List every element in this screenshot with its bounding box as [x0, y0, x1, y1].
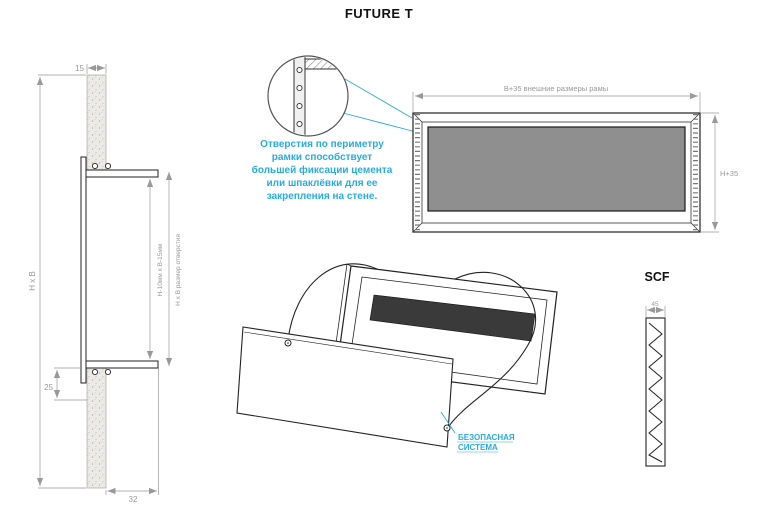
- note-line: Отверстия по периметру: [260, 139, 384, 150]
- dim-label-inner-size: H-10мм x B-15мм: [157, 243, 164, 296]
- corner-joint-line: [690, 222, 701, 233]
- dim-label-depth: 32: [129, 495, 138, 504]
- screw-icon: [104, 162, 112, 170]
- callout-circle: [267, 55, 349, 137]
- note-line: большей фиксации цемента: [252, 164, 393, 176]
- grille-panel: [427, 126, 686, 212]
- screw-icon: [104, 368, 112, 376]
- corner-joint-line: [412, 222, 423, 233]
- screw-icon: [91, 368, 99, 376]
- note-line: или шпаклёвки для ее: [267, 178, 378, 189]
- cable-anchor-dot: [287, 342, 289, 344]
- scf-louver-zigzag: [648, 322, 663, 463]
- perforation-hole: [296, 66, 303, 74]
- scf-view: SCF 45: [645, 270, 670, 467]
- corner-joint-line: [690, 112, 701, 123]
- dim-label-wall-thickness: 15: [75, 64, 84, 73]
- safety-label-line1: БЕЗОПАСНАЯ: [458, 433, 515, 442]
- safety-leader-line: [440, 411, 456, 434]
- frame-duct-top: [85, 169, 159, 178]
- wall-lower: [86, 367, 107, 489]
- frame-duct-bottom: [85, 360, 159, 369]
- isometric-view: БЕЗОПАСНАЯ СИСТЕМА: [236, 263, 558, 453]
- safety-cable-right: [448, 271, 537, 427]
- perforation-hole: [296, 102, 303, 110]
- corner-joint-line: [412, 112, 423, 123]
- callout-detail-content: [293, 57, 347, 135]
- front-view: B+35 внешние размеры рамы H+35: [412, 84, 738, 233]
- note-line: рамки способствует: [272, 151, 373, 163]
- frame-corner-vertical: [293, 57, 306, 135]
- callout-leader-line: [342, 112, 421, 134]
- scf-title: SCF: [645, 270, 670, 284]
- section-view: H x B 15 25 32 H-10мм x B-15мм H x B раз…: [28, 64, 182, 504]
- perforation-hole: [296, 120, 303, 128]
- vent-slot: [369, 294, 536, 342]
- dim-label-overall: H x B: [28, 271, 37, 291]
- frame-flange: [80, 156, 87, 384]
- dim-label-opening-size: H x B размер отверстия: [175, 234, 182, 306]
- dim-label-scf-depth: 45: [651, 301, 659, 308]
- frame-inner: [421, 121, 692, 224]
- cable-anchor-dot: [446, 427, 448, 429]
- frame-corner-horizontal: [304, 58, 347, 70]
- frame-iso-inner: [349, 276, 548, 385]
- page-title: FUTURE T: [345, 6, 413, 21]
- dim-label-frame-height: H+35: [720, 169, 738, 178]
- dim-label-bottom-offset: 25: [44, 383, 53, 392]
- dim-label-frame-width: B+35 внешние размеры рамы: [504, 84, 608, 93]
- perforation-hole: [296, 84, 303, 92]
- safety-cable-left: [287, 263, 378, 341]
- note-line: закрепления на стене.: [267, 191, 378, 202]
- callout-leader-line: [344, 78, 413, 119]
- safety-label-line2: СИСТЕМА: [458, 443, 498, 452]
- screw-icon: [91, 162, 99, 170]
- detail-callout: [267, 55, 421, 137]
- mounting-note: Отверстия по периметру рамки способствуе…: [252, 139, 393, 202]
- front-panel: [236, 326, 454, 448]
- front-panel-edge: [243, 331, 453, 365]
- wall-upper: [86, 74, 107, 173]
